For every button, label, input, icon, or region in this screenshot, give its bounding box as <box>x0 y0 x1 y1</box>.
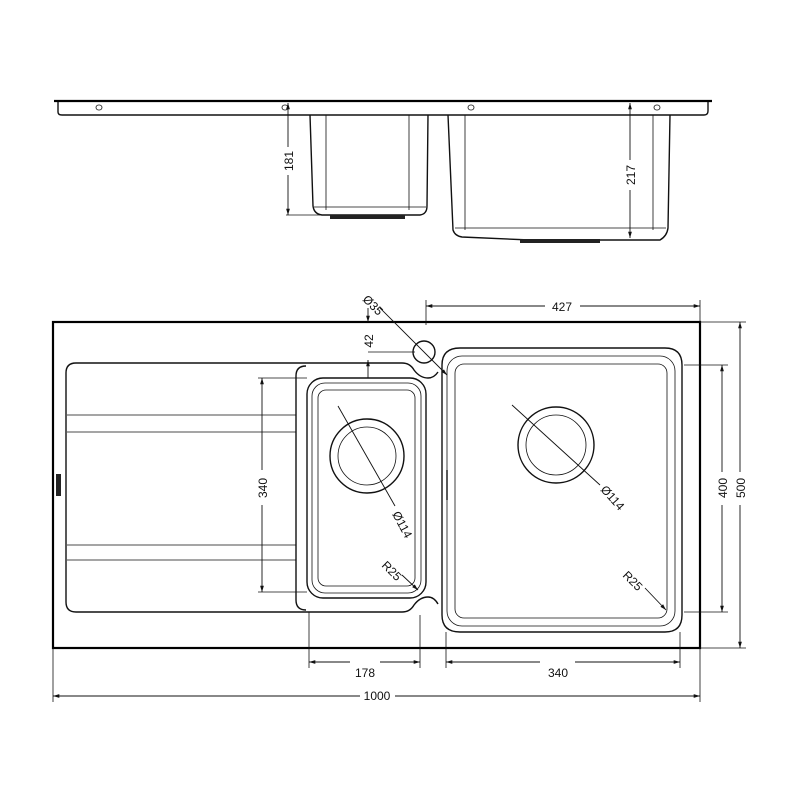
dim-178: 178 <box>308 612 681 680</box>
dim-label-178: 178 <box>355 666 375 680</box>
dim-overflow-offset: 42 <box>362 308 415 378</box>
dim-400: 400 <box>684 364 730 613</box>
dim-label-427: 427 <box>552 300 572 314</box>
dim-depth-large: 217 <box>624 103 638 238</box>
side-small-bowl <box>309 114 429 219</box>
dim-label-r25-large: R25 <box>620 568 646 594</box>
dim-340-horizontal: 340 <box>446 660 680 680</box>
dim-340-vertical: 340 <box>256 377 307 593</box>
dim-label-r25-small: R25 <box>379 558 405 584</box>
dim-depth-small: 181 <box>282 103 320 216</box>
dim-label-500: 500 <box>734 478 748 498</box>
dim-label-217: 217 <box>624 165 638 185</box>
dim-label-400: 400 <box>716 478 730 498</box>
sink-outline <box>51 320 702 650</box>
dim-427: 427 <box>425 300 701 325</box>
dim-label-1000: 1000 <box>364 689 391 703</box>
small-waste-outer <box>329 418 405 494</box>
dim-large-radius: R25 <box>620 568 667 611</box>
logo <box>56 474 61 496</box>
dim-label-42: 42 <box>362 334 376 348</box>
large-bowl <box>441 347 683 633</box>
side-flange-underside <box>57 102 709 116</box>
dim-small-waste: Ø114 <box>337 405 415 541</box>
dim-label-d114-small: Ø114 <box>389 509 415 541</box>
dim-label-d114-large: Ø114 <box>598 483 628 514</box>
small-waste-inner <box>337 426 397 486</box>
side-large-bowl <box>447 114 671 243</box>
dim-small-radius: R25 <box>379 558 419 591</box>
small-bowl <box>306 377 427 599</box>
dim-label-340-vertical: 340 <box>256 478 270 498</box>
dim-500: 500 <box>700 321 748 649</box>
large-waste-inner <box>525 414 587 476</box>
mounting-holes <box>95 104 661 111</box>
dim-label-d35: Ø35 <box>360 292 386 318</box>
dim-label-181: 181 <box>282 151 296 171</box>
side-view: 181 217 <box>54 99 712 243</box>
drainer <box>56 362 439 613</box>
dim-label-340-horizontal: 340 <box>548 666 568 680</box>
dim-1000: 1000 <box>52 648 701 703</box>
large-waste-outer <box>517 406 595 484</box>
plan-view: Ø35 42 427 340 Ø114 Ø114 <box>51 292 748 703</box>
